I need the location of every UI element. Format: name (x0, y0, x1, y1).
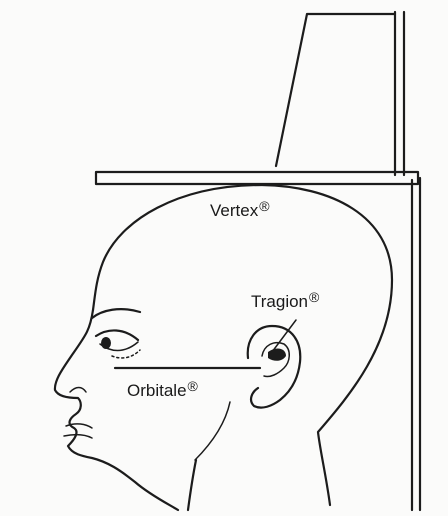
tragion-leader-line (272, 320, 296, 352)
neck-line (188, 460, 196, 510)
tragion-label: Tragion® (251, 293, 319, 310)
jaw-line (195, 402, 230, 460)
ear-canal (268, 349, 286, 361)
headboard-support (276, 14, 395, 166)
tragion-label-text: Tragion (251, 292, 308, 311)
tragion-registered-mark: ® (309, 289, 319, 305)
headboard-plate (96, 172, 418, 184)
nostril (70, 388, 86, 393)
vertex-label: Vertex® (210, 202, 270, 219)
vertex-label-text: Vertex (210, 201, 258, 220)
stadiometer-rod (395, 12, 420, 510)
orbitale-label: Orbitale® (127, 382, 198, 399)
eye-pupil (101, 337, 111, 349)
eyebrow (92, 309, 140, 318)
face-profile (55, 310, 178, 510)
head-outline (93, 185, 392, 505)
ear-outline (248, 326, 301, 408)
eye-upper-lid (96, 330, 138, 340)
lips-line (64, 424, 92, 438)
orbitale-label-text: Orbitale (127, 381, 187, 400)
orbitale-registered-mark: ® (188, 378, 198, 394)
vertex-registered-mark: ® (259, 198, 269, 214)
